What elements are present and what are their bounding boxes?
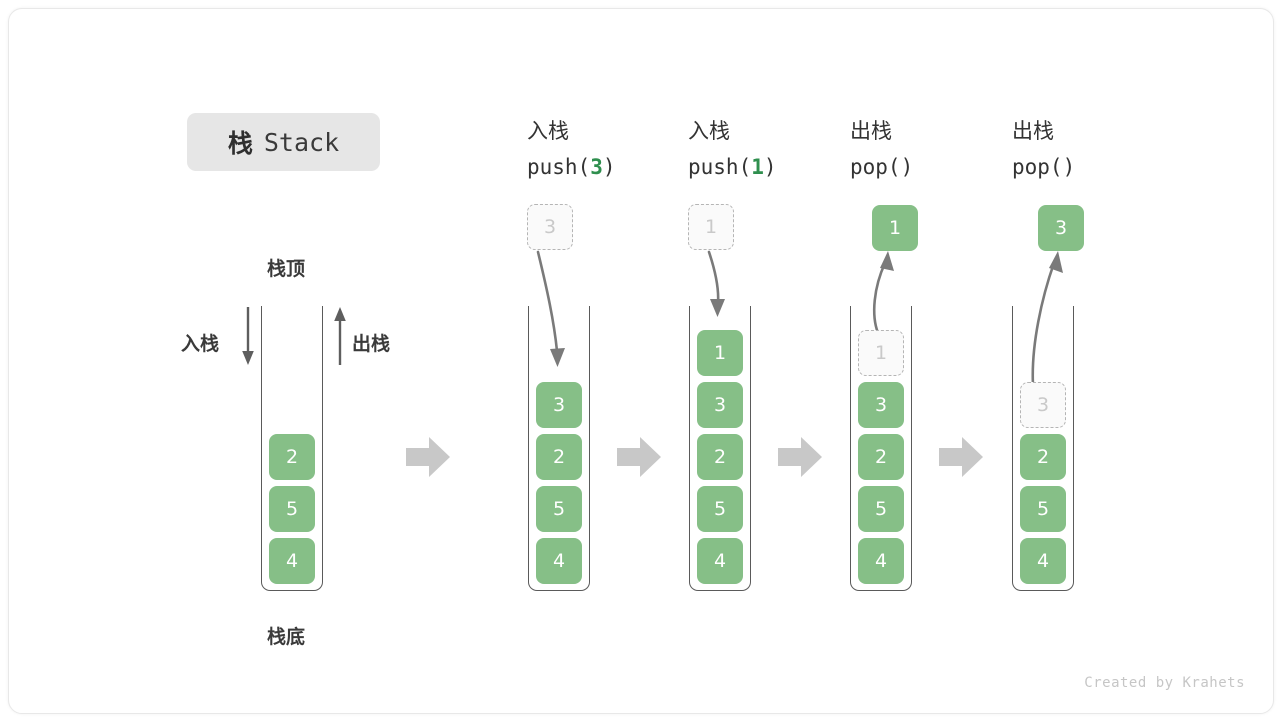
transition-arrow-1-icon [406,437,450,477]
push-motion-arrow-3-icon [536,250,565,367]
stage-header-cn-push-1: 入栈 [688,119,730,143]
push-motion-arrow-1-icon [707,250,725,317]
label-pop-side: 出栈 [352,333,391,355]
stack-cell: 5 [536,486,582,532]
stack-cells-pop-3: 4 5 2 3 [1012,306,1074,591]
stack-cells-push-3: 4 5 2 3 [528,306,590,591]
stack-cell: 5 [697,486,743,532]
stack-cell: 2 [536,434,582,480]
stage-header-cn-push-3: 入栈 [527,119,569,143]
stack-cell: 2 [858,434,904,480]
title-chinese: 栈 [227,129,254,158]
diagram-canvas: 栈 Stack 栈顶 栈底 入栈 出栈 4 5 2 入栈 push(3) 3 4 5 2… [8,8,1274,714]
transition-arrow-3-icon [778,437,822,477]
popped-cell-3: 3 [1038,205,1084,251]
stack-cell: 4 [697,538,743,584]
push-direction-arrow-icon [242,307,254,365]
watermark-credit: Created by Krahets [1084,675,1245,691]
stack-cells-push-1: 4 5 2 3 1 [689,306,751,591]
pop-motion-arrow-3-icon [1031,251,1063,387]
stack-cell: 3 [697,382,743,428]
stack-cell: 5 [1020,486,1066,532]
popped-cell-1: 1 [872,205,918,251]
stack-cells-pop-1: 4 5 2 3 1 [850,306,912,591]
stage-header-code-pop-1: pop() [850,155,914,179]
stage-header-code-push-1: push(1) [688,155,777,179]
incoming-ghost-cell-3: 3 [527,204,573,250]
stack-cells-initial: 4 5 2 [261,306,323,591]
stack-cell: 5 [269,486,315,532]
incoming-ghost-cell-1: 1 [688,204,734,250]
stack-cell: 4 [858,538,904,584]
label-stack-bottom: 栈底 [267,626,306,648]
stack-ghost-cell: 3 [1020,382,1066,428]
stack-cell: 4 [536,538,582,584]
stack-tube-push-3 [528,306,590,591]
label-stack-top: 栈顶 [267,258,306,280]
stack-cell: 4 [269,538,315,584]
pop-motion-arrow-1-icon [872,251,894,335]
stack-tube-push-1 [689,306,751,591]
stack-cell: 5 [858,486,904,532]
stage-header-pop-1: 出栈 pop() [850,113,913,185]
title-english: Stack [263,127,340,157]
stage-header-push-3: 入栈 push(3) [527,113,616,185]
stack-cell: 4 [1020,538,1066,584]
label-push-side: 入栈 [181,333,220,355]
stack-cell: 2 [269,434,315,480]
pop-direction-arrow-icon [334,307,346,365]
stack-cell: 3 [536,382,582,428]
stack-cell: 2 [1020,434,1066,480]
transition-arrow-2-icon [617,437,661,477]
stack-tube-initial [261,306,323,591]
stack-tube-pop-1 [850,306,912,591]
stage-header-cn-pop-1: 出栈 [850,119,892,143]
stack-cell: 2 [697,434,743,480]
stage-header-code-push-3: push(3) [527,155,616,179]
title-badge: 栈 Stack [187,113,380,171]
stage-header-code-pop-3: pop() [1012,155,1076,179]
stack-cell: 1 [697,330,743,376]
stage-header-push-1: 入栈 push(1) [688,113,777,185]
stack-tube-pop-3 [1012,306,1074,591]
transition-arrow-4-icon [939,437,983,477]
stack-cell: 3 [858,382,904,428]
stage-header-cn-pop-3: 出栈 [1012,119,1054,143]
stage-header-pop-3: 出栈 pop() [1012,113,1075,185]
stack-ghost-cell: 1 [858,330,904,376]
